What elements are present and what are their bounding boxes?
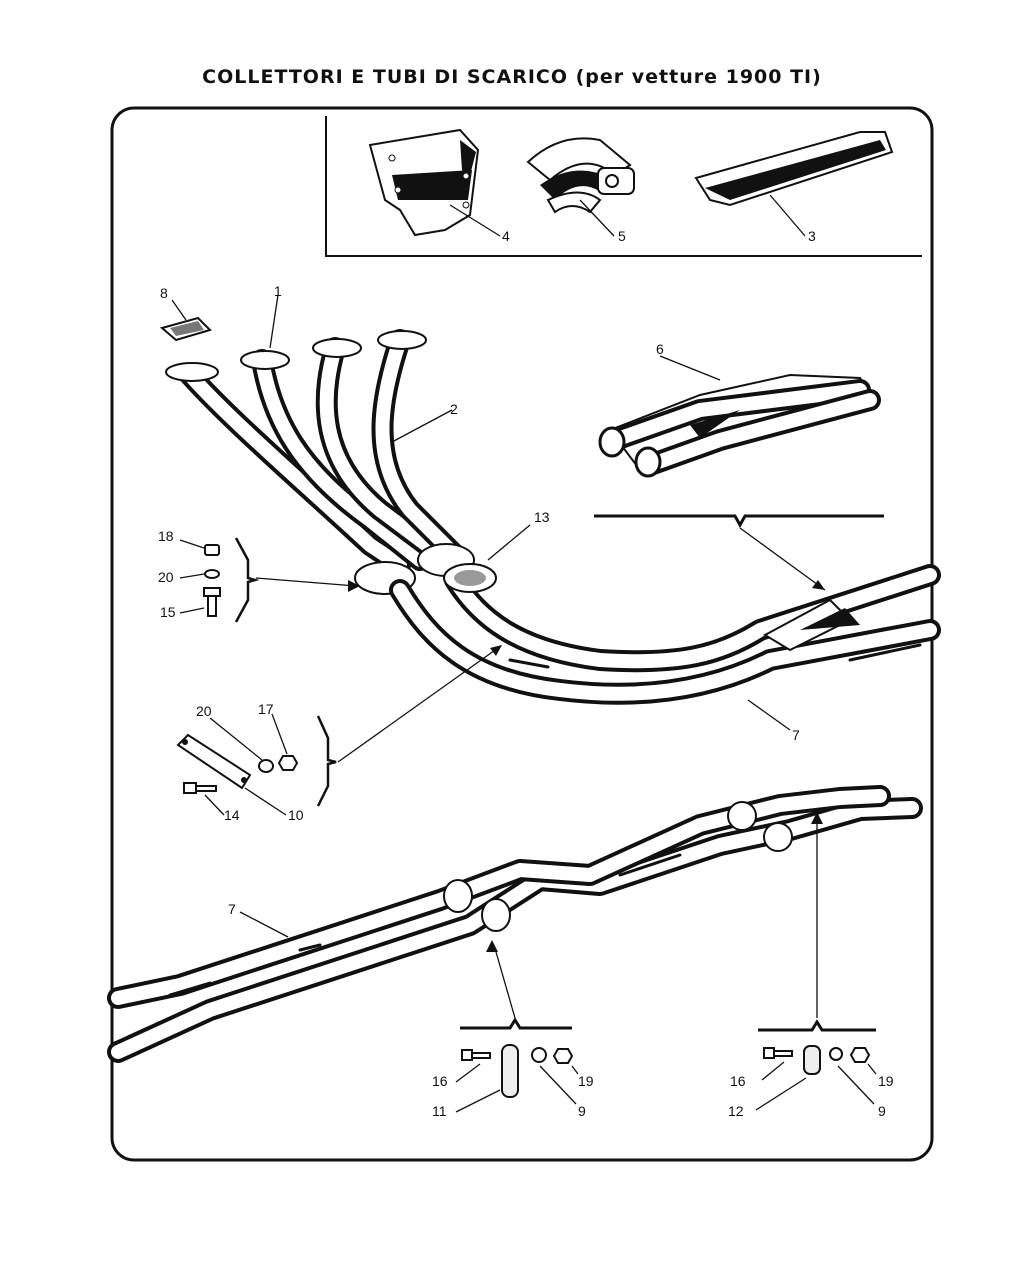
pipe-clamp-2 [481,898,511,932]
callout-15: 15 [160,604,176,620]
part-3-long-shield [694,131,894,207]
callout-20a: 20 [158,569,174,585]
callout-6: 6 [656,341,664,357]
part-8-gasket [159,316,212,342]
part-9-washer [531,1047,547,1063]
callout-16b: 16 [730,1073,746,1089]
part-19-nut [552,1048,574,1064]
callout-19b: 19 [878,1073,894,1089]
callout-11: 11 [432,1103,447,1119]
part-7-rear-pipe [107,785,923,1063]
callout-3: 3 [808,228,816,244]
hardware-group-lower-left [176,645,502,816]
page-title: COLLETTORI E TUBI DI SCARICO (per vettur… [202,66,822,88]
part-6-joint [598,373,881,478]
part-14-bolt [183,782,197,794]
part-4-heat-shield [368,128,480,237]
pipe-clamp-3 [727,801,757,831]
callout-1: 1 [274,283,282,299]
callout-5: 5 [618,228,626,244]
callout-2: 2 [450,401,458,417]
callout-8: 8 [160,285,168,301]
hardware-group-bottom-left [455,1044,579,1113]
part-12-rubber [803,1045,821,1075]
part-20-washer-b [258,759,274,773]
callout-19a: 19 [578,1073,594,1089]
callout-14: 14 [224,807,240,823]
callout-9a: 9 [578,1103,586,1119]
part-10-strap [176,733,252,790]
part-19-nut-b [849,1047,871,1063]
callout-12: 12 [728,1103,744,1119]
callout-16a: 16 [432,1073,448,1089]
callout-9b: 9 [878,1103,886,1119]
pipe-clamp-1 [443,879,473,913]
part-16-bolt-b [763,1047,775,1059]
hardware-group-bottom-right [755,1045,877,1111]
callout-20b: 20 [196,703,212,719]
inset-box [325,116,922,257]
part-7-front-pipe [389,564,941,705]
callout-10: 10 [288,807,304,823]
callout-18: 18 [158,528,174,544]
part-16-bolt [461,1049,473,1061]
callout-17: 17 [258,701,274,717]
callout-7a: 7 [792,727,800,743]
hardware-group-upper-left [179,537,360,623]
part-11-rubber [501,1044,519,1098]
part-13-gasket [443,563,497,593]
callout-7b: 7 [228,901,236,917]
group-bracket-left [460,1017,572,1030]
pipe-clamp-4 [763,822,793,852]
part-17-nut [277,755,299,771]
group-bracket-6 [594,514,884,529]
part-9-washer-b [829,1047,843,1061]
callout-4: 4 [502,228,510,244]
callout-13: 13 [534,509,550,525]
part-20-washer [204,569,220,579]
group-bracket-right [758,1019,876,1032]
part-18-nut [204,544,220,556]
